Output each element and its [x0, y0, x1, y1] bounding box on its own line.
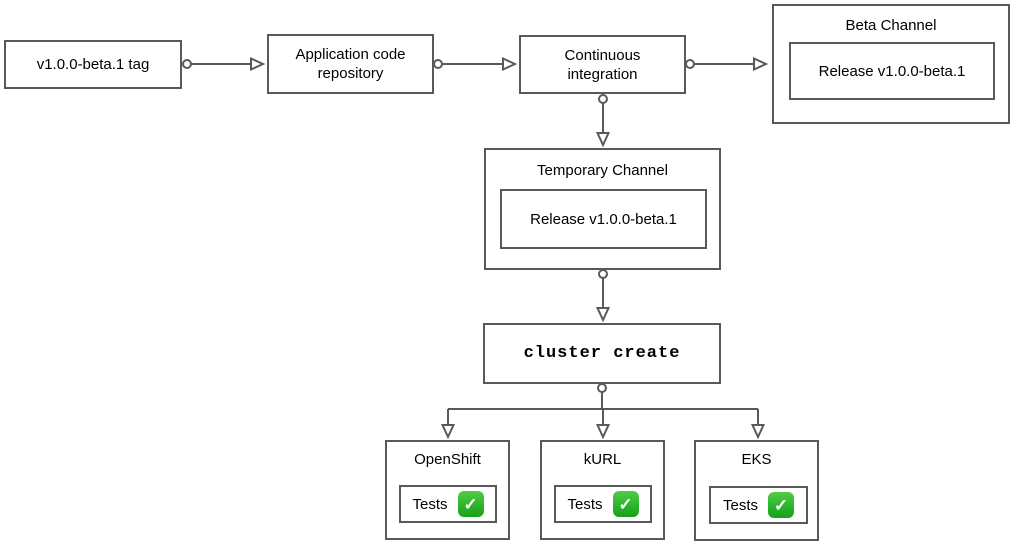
- beta-channel-title: Beta Channel: [845, 17, 937, 34]
- arrowhead-icon: [753, 56, 769, 72]
- tests-row: Tests ✓: [567, 491, 639, 517]
- node-cluster-create: cluster create: [483, 323, 721, 384]
- node-openshift-tests: Tests ✓: [399, 485, 497, 523]
- kurl-tests-label: Tests: [567, 495, 603, 513]
- temp-release-label: Release v1.0.0-beta.1: [530, 210, 677, 228]
- arrowhead-icon: [250, 56, 266, 72]
- temporary-channel-title: Temporary Channel: [537, 162, 668, 179]
- check-icon: ✓: [612, 491, 639, 517]
- arrowhead-icon: [502, 56, 518, 72]
- node-temp-release: Release v1.0.0-beta.1: [500, 189, 707, 249]
- connector-origin-dot: [598, 269, 608, 279]
- cluster-create-label: cluster create: [523, 344, 681, 363]
- check-icon: ✓: [457, 491, 484, 517]
- node-openshift: OpenShift Tests ✓: [385, 440, 510, 540]
- arrowhead-icon: [595, 424, 611, 440]
- openshift-tests-label: Tests: [412, 495, 448, 513]
- node-continuous-integration: Continuous integration: [519, 35, 686, 94]
- arrowhead-icon: [595, 307, 611, 323]
- check-icon: ✓: [768, 492, 794, 518]
- node-eks-tests: Tests ✓: [709, 486, 808, 524]
- node-kurl-tests: Tests ✓: [554, 485, 652, 523]
- connector-origin-dot: [182, 59, 192, 69]
- openshift-title: OpenShift: [414, 451, 481, 468]
- node-beta-release: Release v1.0.0-beta.1: [789, 42, 995, 100]
- node-app-code-repository: Application code repository: [267, 34, 434, 94]
- node-eks: EKS Tests ✓: [694, 440, 819, 541]
- arrowhead-icon: [595, 132, 611, 148]
- node-version-tag: v1.0.0-beta.1 tag: [4, 40, 182, 89]
- connector-origin-dot: [597, 383, 607, 393]
- tests-row: Tests ✓: [412, 491, 484, 517]
- connector-cluster-create-branches: [447, 392, 759, 425]
- tests-row: Tests ✓: [723, 492, 794, 518]
- beta-release-label: Release v1.0.0-beta.1: [818, 62, 966, 80]
- arrowhead-icon: [750, 424, 766, 440]
- eks-tests-label: Tests: [722, 496, 758, 514]
- connector-origin-dot: [598, 94, 608, 104]
- eks-title: EKS: [741, 451, 772, 468]
- connector-origin-dot: [433, 59, 443, 69]
- node-beta-channel: Beta Channel Release v1.0.0-beta.1: [772, 4, 1010, 124]
- kurl-title: kURL: [583, 451, 622, 468]
- node-temporary-channel: Temporary Channel Release v1.0.0-beta.1: [484, 148, 721, 270]
- node-kurl: kURL Tests ✓: [540, 440, 665, 540]
- arrowhead-icon: [440, 424, 456, 440]
- node-app-code-repository-label: Application code repository: [295, 46, 406, 82]
- connector-origin-dot: [685, 59, 695, 69]
- node-continuous-integration-label: Continuous integration: [564, 46, 641, 83]
- node-version-tag-label: v1.0.0-beta.1 tag: [36, 56, 150, 73]
